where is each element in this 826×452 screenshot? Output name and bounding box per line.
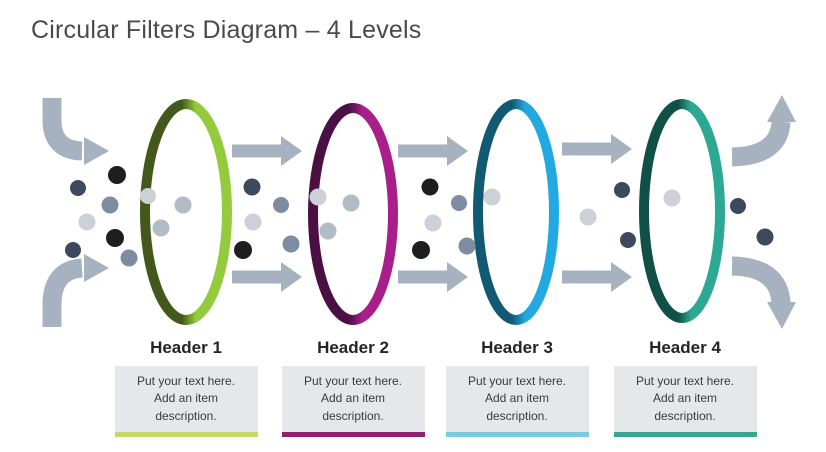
flow-arrow-icon-6	[562, 262, 632, 292]
filter-ring-3	[473, 99, 559, 325]
outflow-bottom-arrow-icon	[731, 256, 791, 305]
inflow-bottom-arrow-icon	[42, 258, 84, 327]
particle-dot-18	[342, 194, 360, 212]
filter-ring-2	[308, 103, 398, 325]
inflow-bottom-arrowhead-icon	[84, 254, 109, 282]
particle-dot-11	[243, 178, 261, 196]
flow-arrow-icon-3	[398, 136, 468, 166]
particle-dot-1	[108, 166, 126, 184]
filter-2-header: Header 2	[317, 338, 389, 357]
filter-column-1: Header 1 Put your text here. Add an item…	[111, 335, 261, 438]
outflow-bottom-arrowhead-icon	[767, 302, 796, 329]
particle-dot-10	[174, 196, 192, 214]
filter-2-description-box: Put your text here. Add an item descript…	[281, 366, 425, 438]
filter-ring-4	[639, 99, 725, 323]
filter-1-description-box: Put your text here. Add an item descript…	[114, 366, 258, 438]
particle-dot-26	[579, 208, 597, 226]
particle-dot-21	[424, 214, 442, 232]
particle-dot-17	[319, 222, 337, 240]
particle-dot-6	[65, 242, 81, 258]
particle-dot-7	[120, 249, 138, 267]
particle-dot-4	[78, 213, 96, 231]
particle-dot-29	[730, 198, 746, 214]
particle-dot-12	[273, 197, 289, 213]
particle-dot-22	[412, 241, 430, 259]
filter-column-4: Header 4 Put your text here. Add an item…	[610, 335, 760, 438]
particle-dot-30	[756, 228, 774, 246]
filter-1-header: Header 1	[150, 338, 222, 357]
filter-4-header: Header 4	[649, 338, 721, 357]
particle-dot-24	[483, 188, 501, 206]
particle-dot-16	[309, 188, 327, 206]
filter-ring-1	[140, 99, 232, 325]
particle-dot-2	[70, 180, 86, 196]
filter-4-description-box: Put your text here. Add an item descript…	[613, 366, 757, 438]
flow-arrow-icon-4	[398, 262, 468, 292]
particle-dot-25	[614, 182, 630, 198]
outflow-top-arrow-icon	[731, 120, 791, 167]
flow-arrow-icon-1	[232, 136, 302, 166]
particle-dot-13	[244, 213, 262, 231]
particle-dot-14	[234, 241, 252, 259]
particle-dot-20	[451, 195, 467, 211]
inflow-top-arrowhead-icon	[84, 137, 109, 165]
page-title: Circular Filters Diagram – 4 Levels	[31, 16, 422, 44]
inflow-top-arrow-icon	[42, 98, 83, 161]
flow-arrow-icon-5	[562, 134, 632, 164]
filter-column-2: Header 2 Put your text here. Add an item…	[278, 335, 428, 438]
filter-3-header: Header 3	[481, 338, 553, 357]
caption-row: Header 1 Put your text here. Add an item…	[0, 335, 826, 445]
outflow-top-arrowhead-icon	[767, 95, 796, 122]
flow-arrow-icon-2	[232, 262, 302, 292]
particle-dot-3	[101, 196, 119, 214]
filter-3-description-box: Put your text here. Add an item descript…	[445, 366, 589, 438]
particle-dot-9	[152, 219, 170, 237]
particle-dot-27	[620, 232, 636, 248]
filter-column-3: Header 3 Put your text here. Add an item…	[442, 335, 592, 438]
particle-dot-8	[140, 188, 156, 204]
particle-dot-15	[282, 235, 300, 253]
particle-dot-19	[421, 178, 439, 196]
particle-dot-23	[458, 237, 476, 255]
particle-dot-28	[663, 189, 681, 207]
particle-dot-5	[106, 229, 124, 247]
